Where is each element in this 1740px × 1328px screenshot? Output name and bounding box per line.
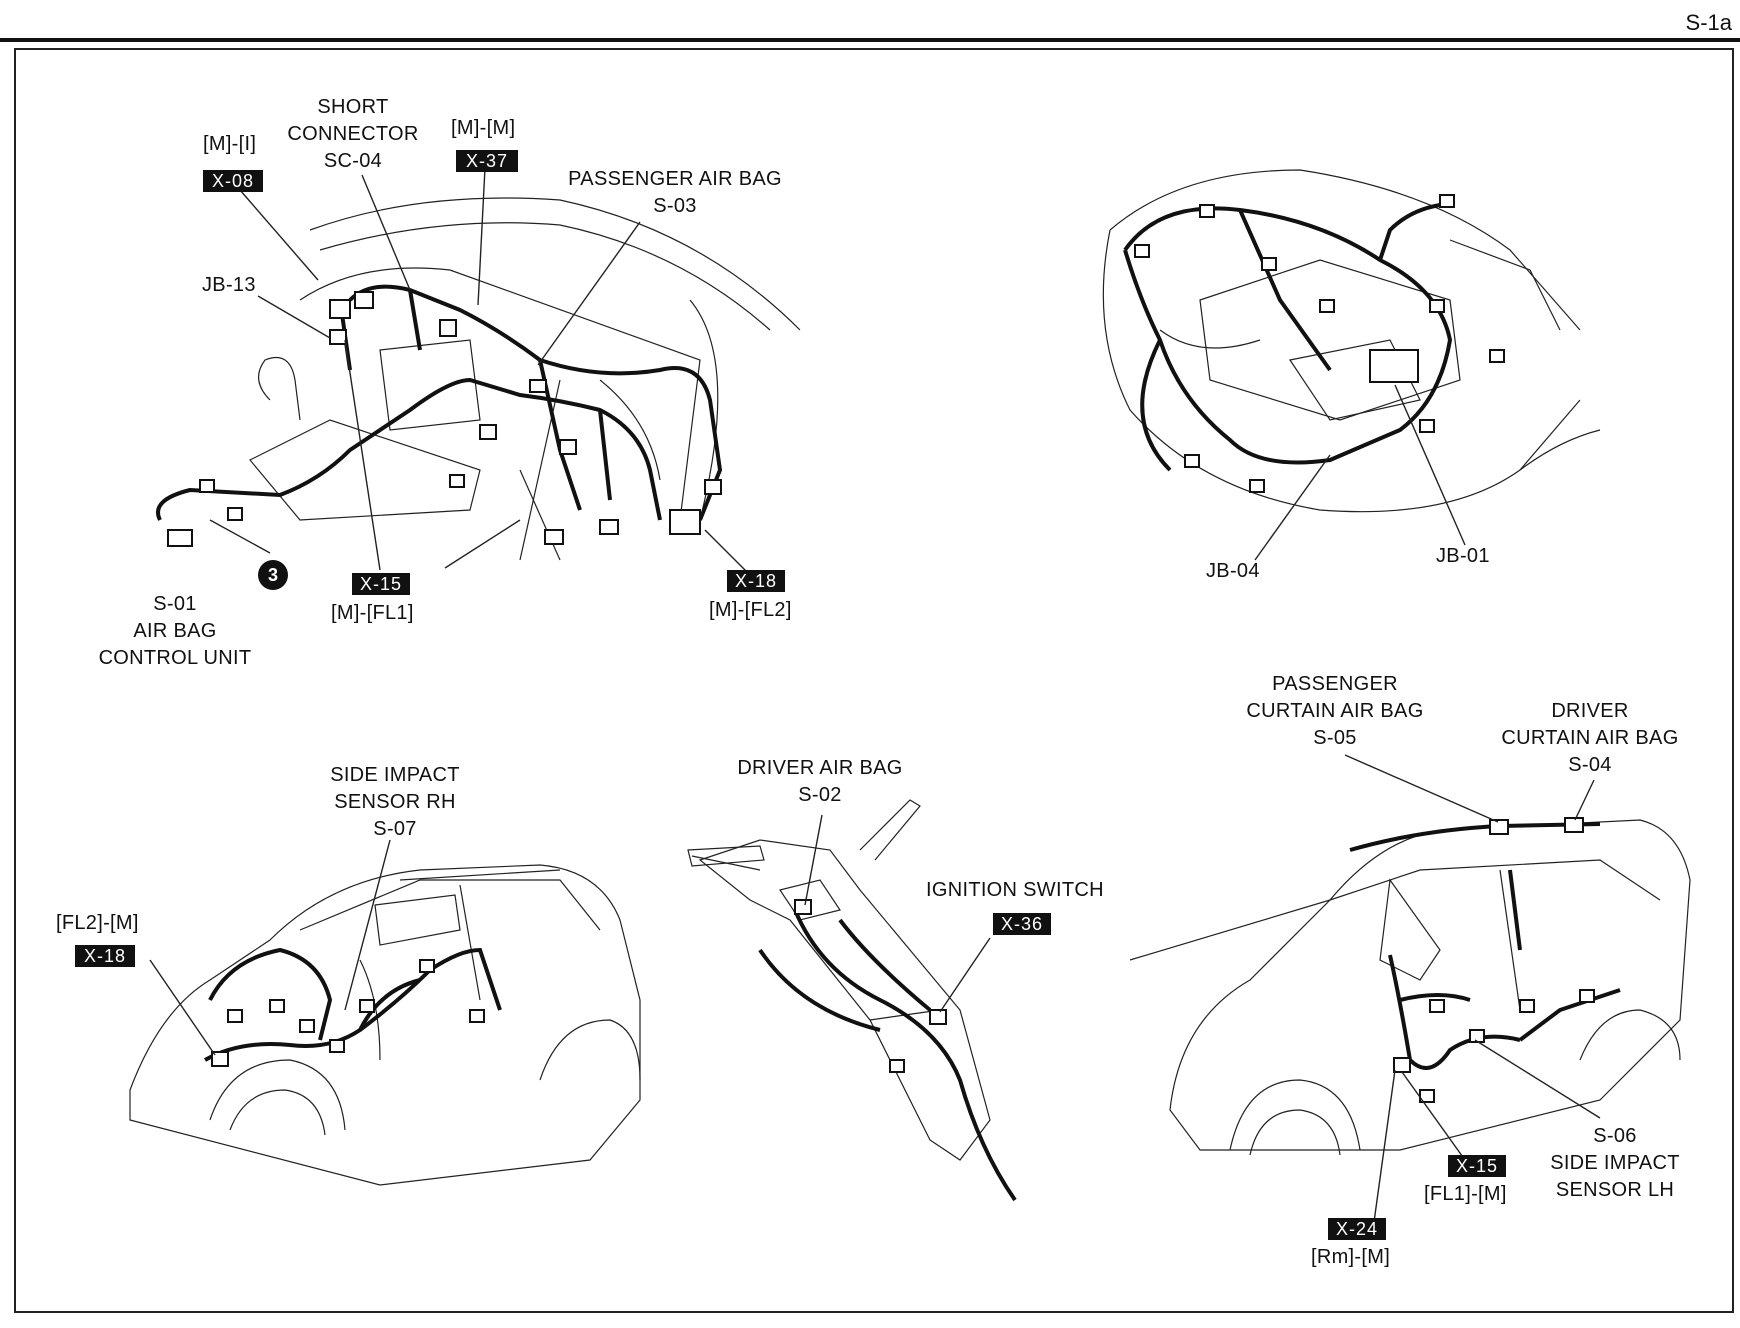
- steering-column-connectors: [794, 899, 947, 1073]
- x08-code-label: [M]-[I]: [203, 133, 257, 155]
- engine-bay-connectors: [1134, 194, 1505, 493]
- x18-bl-code-label: [FL2]-[M]: [56, 912, 139, 934]
- passenger-curtain-air-bag-label: PASSENGER CURTAIN AIR BAG S-05: [1230, 671, 1440, 752]
- side-impact-sensor-lh-label: S-06 SIDE IMPACT SENSOR LH: [1535, 1123, 1695, 1204]
- passenger-curtain-line-2: CURTAIN AIR BAG: [1246, 700, 1424, 722]
- jb01-label: JB-01: [1436, 545, 1490, 567]
- passenger-curtain-line-1: PASSENGER: [1272, 673, 1398, 695]
- side-impact-rh-line-2: SENSOR RH: [334, 791, 456, 813]
- driver-curtain-line-1: DRIVER: [1551, 700, 1629, 722]
- dashboard-illustration: [249, 197, 801, 561]
- x15-br-code-label: [FL1]-[M]: [1424, 1183, 1507, 1205]
- air-bag-control-unit-label: S-01 AIR BAG CONTROL UNIT: [80, 591, 270, 672]
- ignition-switch-label: IGNITION SWITCH: [926, 879, 1104, 901]
- s01-line-2: AIR BAG: [133, 620, 217, 642]
- jb13-label: JB-13: [202, 274, 256, 296]
- engine-bay-illustration: [1102, 169, 1601, 513]
- x15-top-code-label: [M]-[FL1]: [331, 602, 414, 624]
- s01-line-3: CONTROL UNIT: [98, 647, 252, 669]
- driver-air-bag-line-2: S-02: [798, 784, 842, 806]
- steering-column-harness: [758, 909, 1017, 1202]
- jb04-label: JB-04: [1206, 560, 1260, 582]
- short-connector-label: SHORT CONNECTOR SC-04: [278, 94, 428, 175]
- short-connector-line-2: CONNECTOR: [287, 123, 419, 145]
- x37-connector-badge: X-37: [456, 150, 518, 172]
- suv-left-connectors: [1393, 817, 1595, 1103]
- driver-curtain-line-3: S-04: [1568, 754, 1612, 776]
- reference-circle-3: 3: [258, 560, 288, 590]
- x24-connector-badge: X-24: [1328, 1218, 1386, 1240]
- passenger-air-bag-label: PASSENGER AIR BAG S-03: [555, 166, 795, 220]
- diagram-frame: [14, 48, 1734, 1313]
- driver-air-bag-label: DRIVER AIR BAG S-02: [720, 755, 920, 809]
- x15-br-connector-badge: X-15: [1448, 1155, 1506, 1177]
- suv-right-connectors: [211, 959, 485, 1067]
- steering-column-illustration: [687, 799, 991, 1161]
- suv-left-leader-lines: [1344, 754, 1601, 1223]
- suv-right-illustration: [129, 864, 641, 1186]
- driver-curtain-air-bag-label: DRIVER CURTAIN AIR BAG S-04: [1485, 698, 1695, 779]
- suv-right-harness: [204, 947, 502, 1062]
- side-impact-lh-line-1: S-06: [1593, 1125, 1637, 1147]
- x15-top-connector-badge: X-15: [352, 573, 410, 595]
- dashboard-leader-lines: [209, 167, 751, 576]
- driver-curtain-line-2: CURTAIN AIR BAG: [1501, 727, 1679, 749]
- dashboard-connectors: [167, 291, 722, 547]
- header-rule: [0, 38, 1740, 42]
- side-impact-sensor-rh-label: SIDE IMPACT SENSOR RH S-07: [315, 762, 475, 843]
- passenger-curtain-line-3: S-05: [1313, 727, 1357, 749]
- engine-bay-leader-lines: [1254, 384, 1466, 561]
- x18-top-code-label: [M]-[FL2]: [709, 599, 792, 621]
- engine-bay-harness: [1123, 203, 1453, 472]
- suv-right-leader-lines: [149, 839, 391, 1056]
- suv-left-illustration: [1129, 819, 1691, 1156]
- passenger-air-bag-line-1: PASSENGER AIR BAG: [568, 168, 782, 190]
- page-id: S-1a: [1685, 10, 1732, 35]
- x18-top-connector-badge: X-18: [727, 570, 785, 592]
- short-connector-line-1: SHORT: [317, 96, 389, 118]
- x36-connector-badge: X-36: [993, 913, 1051, 935]
- x24-code-label: [Rm]-[M]: [1311, 1246, 1391, 1268]
- side-impact-lh-line-3: SENSOR LH: [1555, 1179, 1675, 1201]
- s01-line-1: S-01: [153, 593, 197, 615]
- short-connector-line-3: SC-04: [323, 150, 383, 172]
- side-impact-rh-line-1: SIDE IMPACT: [330, 764, 460, 786]
- x18-bl-connector-badge: X-18: [75, 945, 135, 967]
- x08-connector-badge: X-08: [203, 170, 263, 192]
- steering-column-leader-lines: [804, 814, 991, 1013]
- side-impact-rh-line-3: S-07: [373, 818, 417, 840]
- side-impact-lh-line-2: SIDE IMPACT: [1550, 1152, 1680, 1174]
- passenger-air-bag-line-2: S-03: [653, 195, 697, 217]
- x37-code-label: [M]-[M]: [451, 117, 516, 139]
- driver-air-bag-line-1: DRIVER AIR BAG: [737, 757, 903, 779]
